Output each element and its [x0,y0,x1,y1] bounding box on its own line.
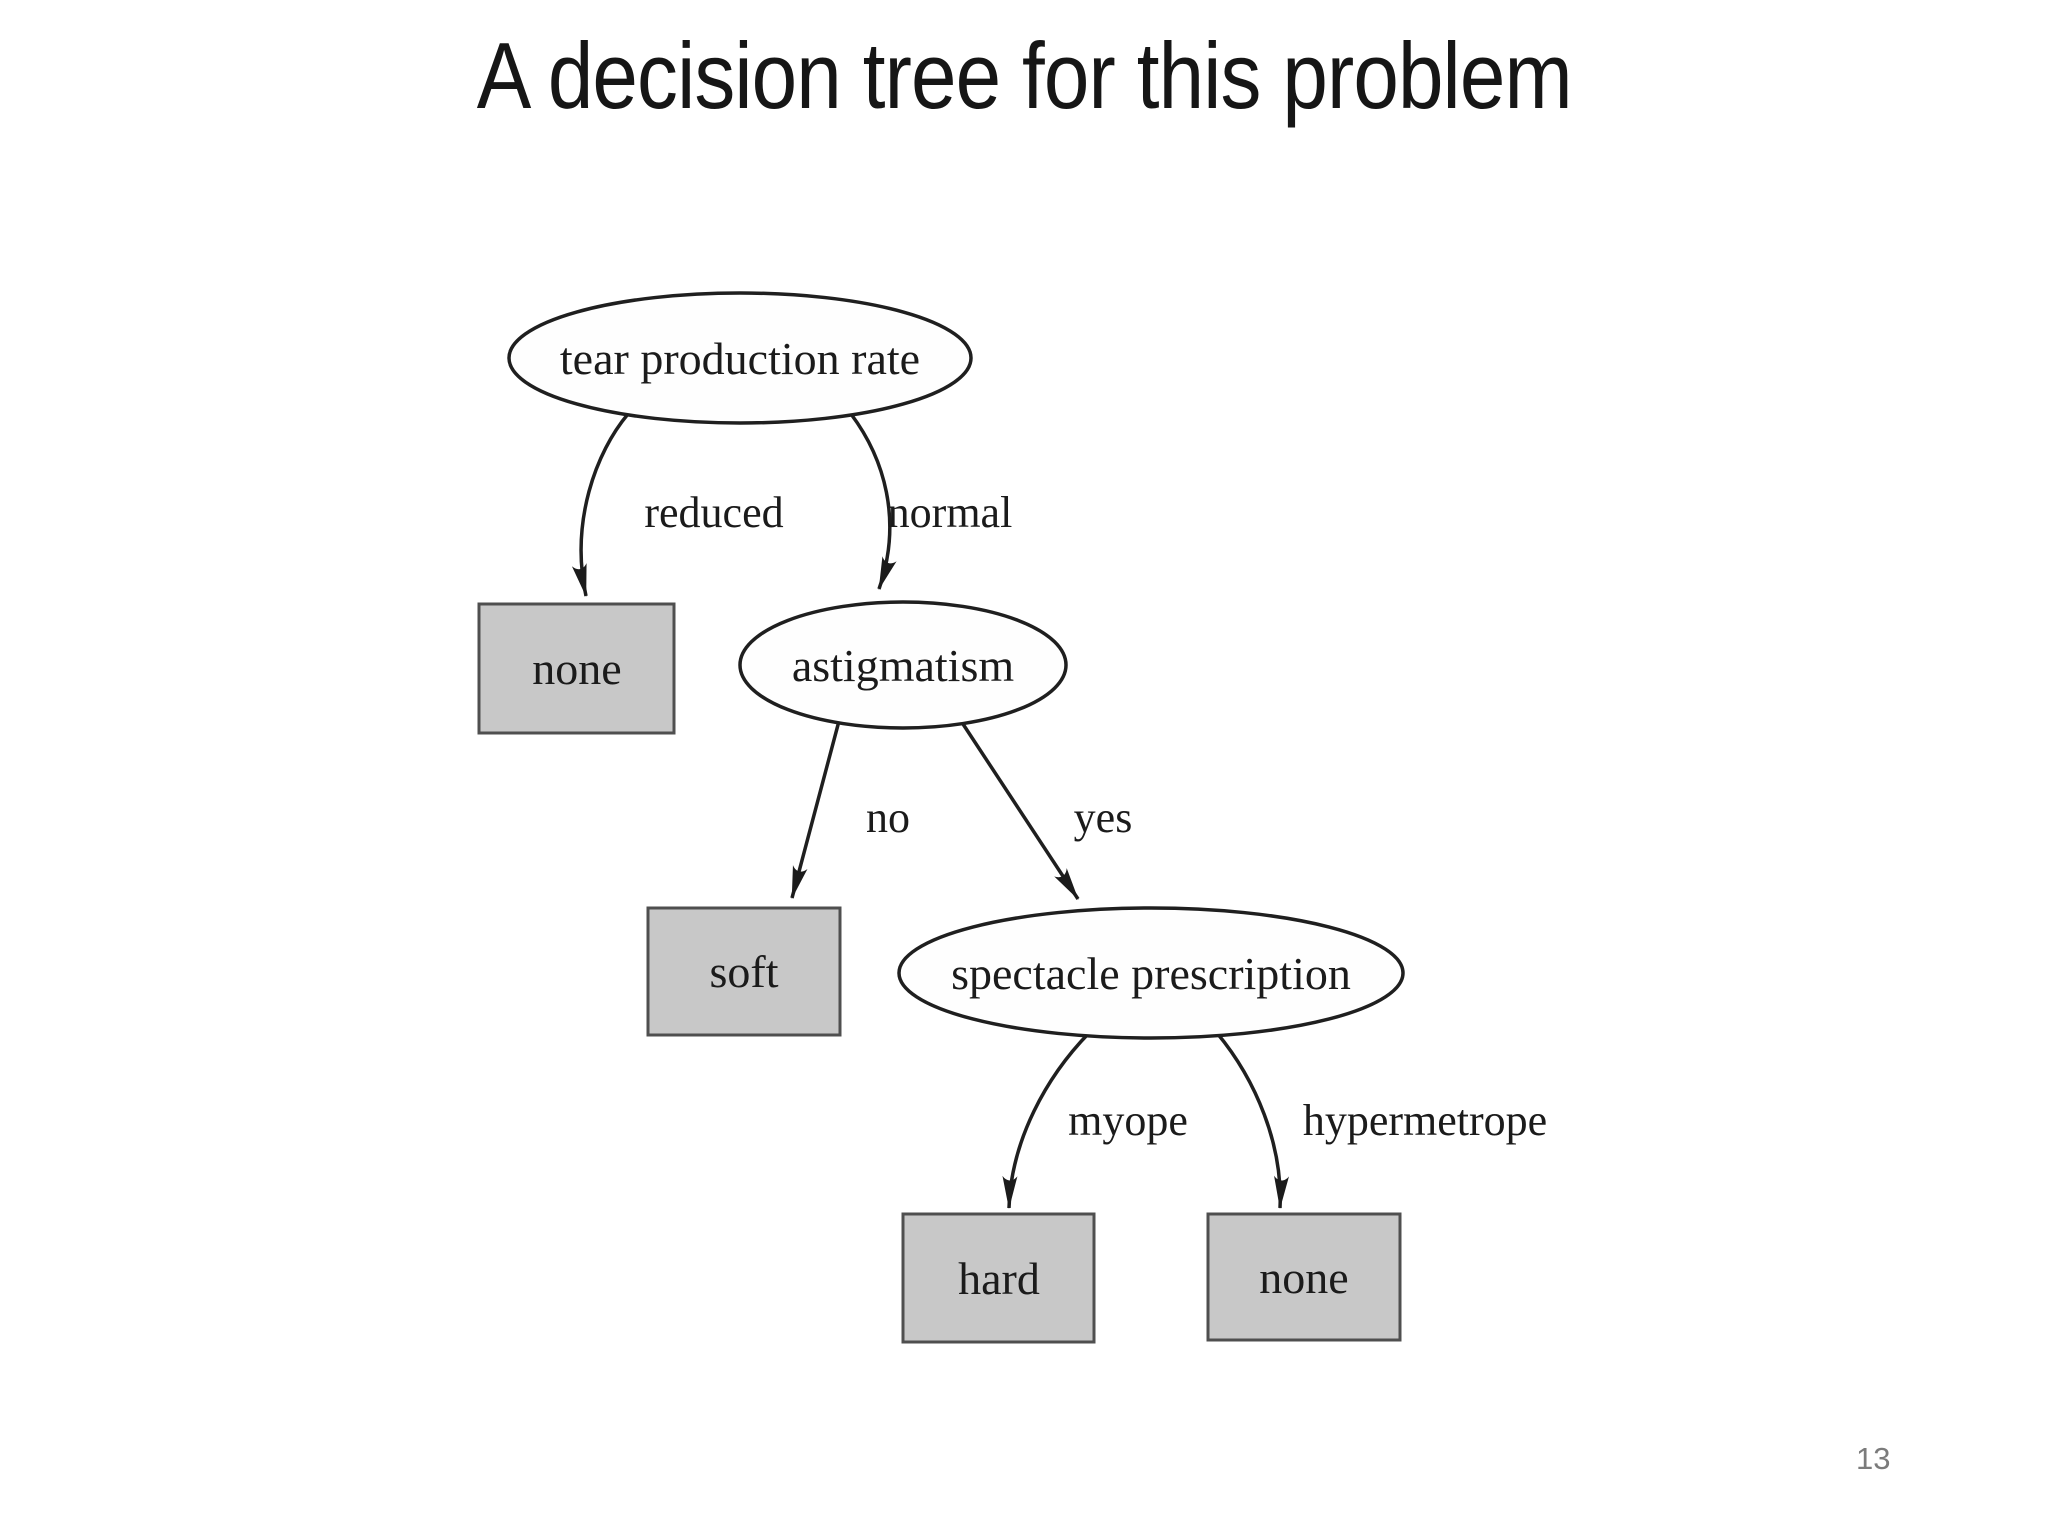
edge-label-myope: myope [1068,1096,1188,1145]
edge-hypermetrope-path [1215,1031,1289,1209]
leaf-label-hard: hard [958,1253,1040,1304]
edge-yes-path [959,720,1080,900]
leaf-label-none-left: none [532,643,621,694]
page-title-text: A decision tree for this problem [476,23,1573,128]
leaf-soft [646,906,842,1037]
node-label-astigmatism: astigmatism [792,640,1015,691]
edge-label-hypermetrope: hypermetrope [1303,1096,1547,1145]
node-label-spectacle-prescription: spectacle prescription [951,948,1351,999]
edge-label-reduced: reduced [644,488,783,537]
node-astigmatism [738,600,1068,730]
leaf-label-soft: soft [710,946,779,997]
edge-label-normal: normal [888,488,1013,537]
page-title: A decision tree for this problem [0,23,2048,128]
edge-myope-path [1002,1031,1091,1209]
edge-normal-path [849,412,897,590]
node-label-tear-production-rate: tear production rate [560,333,920,384]
edge-no-path [790,720,841,899]
edge-label-yes: yes [1074,793,1133,842]
page-number: 13 [1856,1441,1891,1476]
node-tear-production-rate [507,291,973,425]
leaf-hard [901,1212,1096,1344]
leaf-none-right [1206,1212,1402,1342]
leaf-none-left [477,602,676,735]
leaf-label-none-right: none [1259,1252,1348,1303]
node-spectacle-prescription [897,906,1405,1040]
edge-label-no: no [866,793,910,842]
edge-reduced-path [571,412,630,597]
